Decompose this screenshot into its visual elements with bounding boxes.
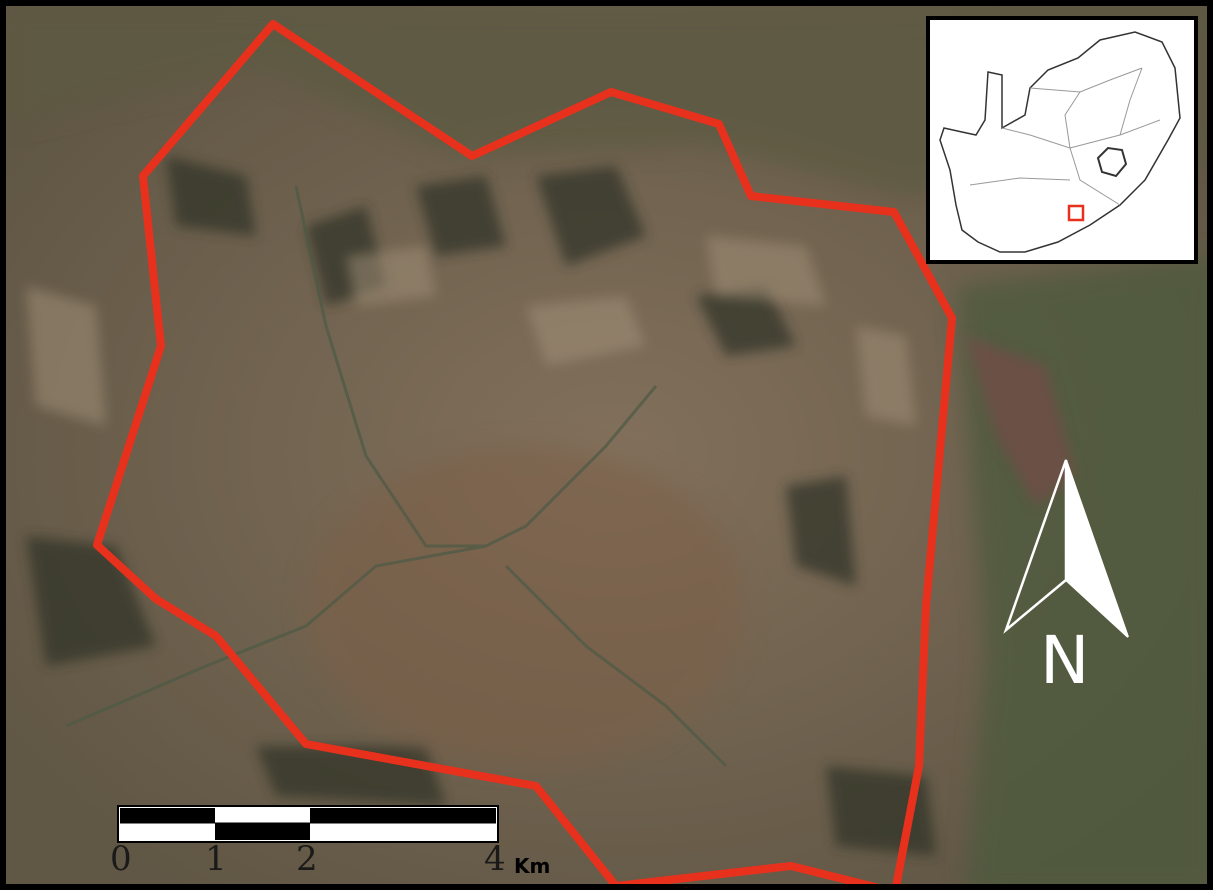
north-label: N — [1040, 622, 1090, 699]
scale-bar-graphic — [117, 805, 499, 843]
scale-tick-4: 4 — [484, 839, 506, 879]
country-outline-icon — [939, 31, 1181, 253]
north-arrow-icon — [1003, 459, 1129, 638]
study-area-marker — [1067, 204, 1085, 222]
scale-tick-1: 1 — [205, 839, 227, 879]
scale-tick-2: 2 — [296, 839, 318, 879]
scale-unit-label: Km — [514, 854, 551, 878]
location-inset-map — [926, 16, 1198, 264]
scale-bar: 0 1 2 4 Km — [110, 798, 560, 890]
scale-tick-0: 0 — [110, 839, 132, 879]
satellite-terrain — [6, 6, 1207, 884]
study-area-boundary — [93, 20, 956, 884]
